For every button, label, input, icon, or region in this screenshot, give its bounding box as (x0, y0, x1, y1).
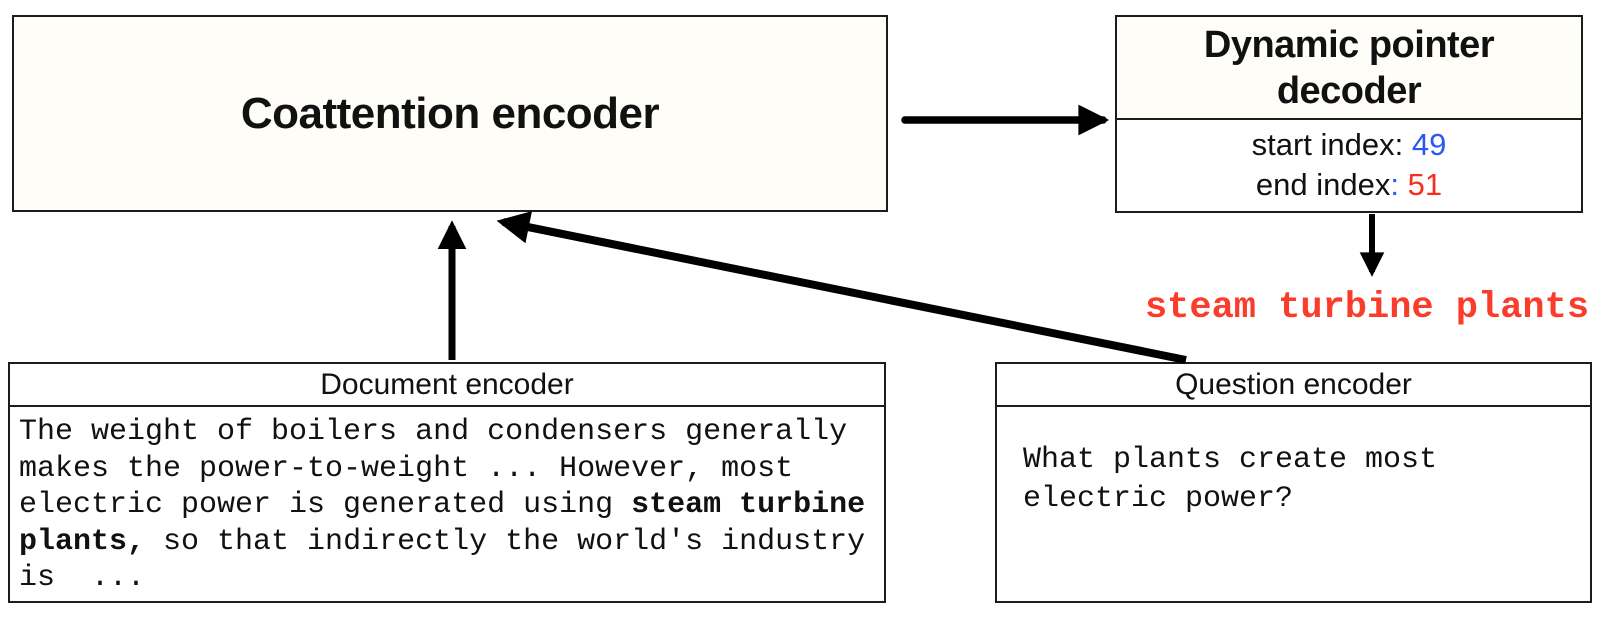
question-encoder-header: Question encoder (997, 364, 1590, 407)
decoder-index-row: end index: 51 (1255, 166, 1443, 202)
document-encoder-header: Document encoder (10, 364, 884, 407)
text-line: The weight of boilers and condensers gen… (19, 415, 848, 449)
text-line: What plants create most (1023, 443, 1438, 477)
decoder-index-rows: start index: 49 end index: 51 (1117, 120, 1581, 211)
text-line: electric power is generated using steam … (19, 488, 866, 522)
coattention-encoder-title: Coattention encoder (240, 88, 660, 138)
dynamic-pointer-decoder-box: Dynamic pointer decoder start index: 49 e… (1115, 15, 1583, 213)
coattention-encoder-box: Coattention encoder (12, 15, 888, 212)
text-line: makes the power-to-weight ... However, m… (19, 451, 794, 486)
answer-text: steam turbine plants (1144, 287, 1590, 329)
decoder-index-row: start index: 49 (1251, 126, 1447, 162)
document-encoder-box: Document encoder The weight of boilers a… (8, 362, 886, 603)
question-text: What plants create most electric power? (997, 407, 1590, 601)
decoder-title-line2: decoder (1276, 69, 1422, 112)
decoder-header: Dynamic pointer decoder (1117, 17, 1581, 120)
text-line: plants, so that indirectly the world's i… (19, 524, 866, 559)
text-line: electric power? (1023, 482, 1294, 516)
decoder-title-line1: Dynamic pointer (1203, 23, 1495, 66)
arrow-question-to-coattention (496, 211, 1187, 364)
text-line: is ... (19, 561, 146, 595)
document-text: The weight of boilers and condensers gen… (10, 407, 884, 601)
question-encoder-box: Question encoder What plants create most… (995, 362, 1592, 603)
